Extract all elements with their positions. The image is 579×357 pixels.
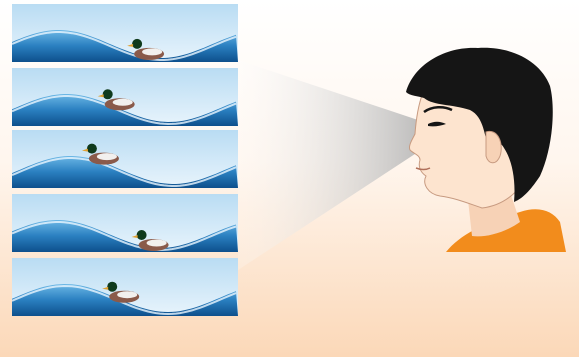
duck-wing bbox=[113, 99, 133, 106]
duck-wing bbox=[142, 48, 162, 55]
duck-head bbox=[103, 89, 113, 99]
duck-wing bbox=[97, 153, 117, 160]
wave-frame bbox=[12, 130, 238, 188]
duck-head bbox=[107, 282, 117, 292]
duck-head bbox=[132, 39, 142, 49]
wave-frame bbox=[12, 258, 238, 316]
wave-frames bbox=[12, 4, 238, 316]
duck-wing bbox=[147, 240, 167, 247]
duck-head bbox=[87, 144, 97, 154]
wave-frame bbox=[12, 194, 238, 252]
wave-frame bbox=[12, 4, 238, 62]
wave-frame bbox=[12, 68, 238, 126]
duck-head bbox=[137, 230, 147, 240]
duck-wing bbox=[117, 291, 137, 298]
